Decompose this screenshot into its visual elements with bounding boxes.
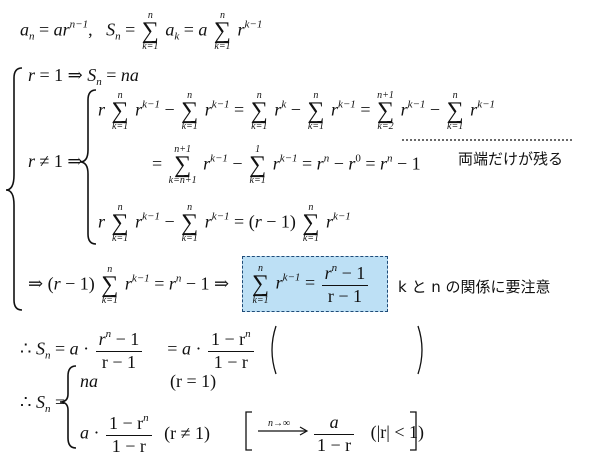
case-r-not-1: r ≠ 1 ⇒ (28, 151, 83, 171)
case-na: na (80, 371, 98, 391)
cases-brace (59, 365, 77, 449)
limit-arrow-label: n→∞ (268, 418, 291, 429)
outer-brace (5, 67, 23, 311)
sigma-1: n∑k=1 (141, 10, 159, 53)
sigma-2: n∑k=1 (213, 10, 232, 53)
case-na-condition: (r = 1) (170, 371, 217, 391)
alt-paren-right (417, 325, 423, 375)
limit-arrowhead (299, 426, 309, 436)
case-r-equals-1: r = 1 ⇒ Sn = na (28, 65, 139, 88)
inner-brace (79, 89, 97, 245)
limit-bracket-left (245, 411, 252, 451)
row-3: r n∑k=1 rk−1 − n∑k=1 rk−1 = (r − 1) n∑k=… (98, 202, 351, 245)
limit-bracket-right (410, 411, 417, 451)
line-geometric-sum: an = arn−1, Sn = n∑k=1 ak = a n∑k=1 rk−1 (20, 10, 263, 53)
row-1: r n∑k=1 rk−1 − n∑k=1 rk−1 = n∑k=1 rk − n… (98, 90, 495, 133)
note-both-ends-remain: 両端だけが残る (458, 150, 564, 168)
alt-paren-left (271, 325, 277, 375)
line-cases-label: ∴ Sn = (20, 392, 66, 415)
note-k-n-relation: k と n の関係に要注意 (398, 278, 551, 296)
row-4: ⇒ (r − 1) n∑k=1 rk−1 = rn − 1 ⇒ (28, 264, 230, 307)
row-2: = n+1∑k=n+1 rk−1 − 1∑k=1 rk−1 = rn − r0 … (152, 144, 421, 187)
highlight-box (242, 256, 388, 312)
